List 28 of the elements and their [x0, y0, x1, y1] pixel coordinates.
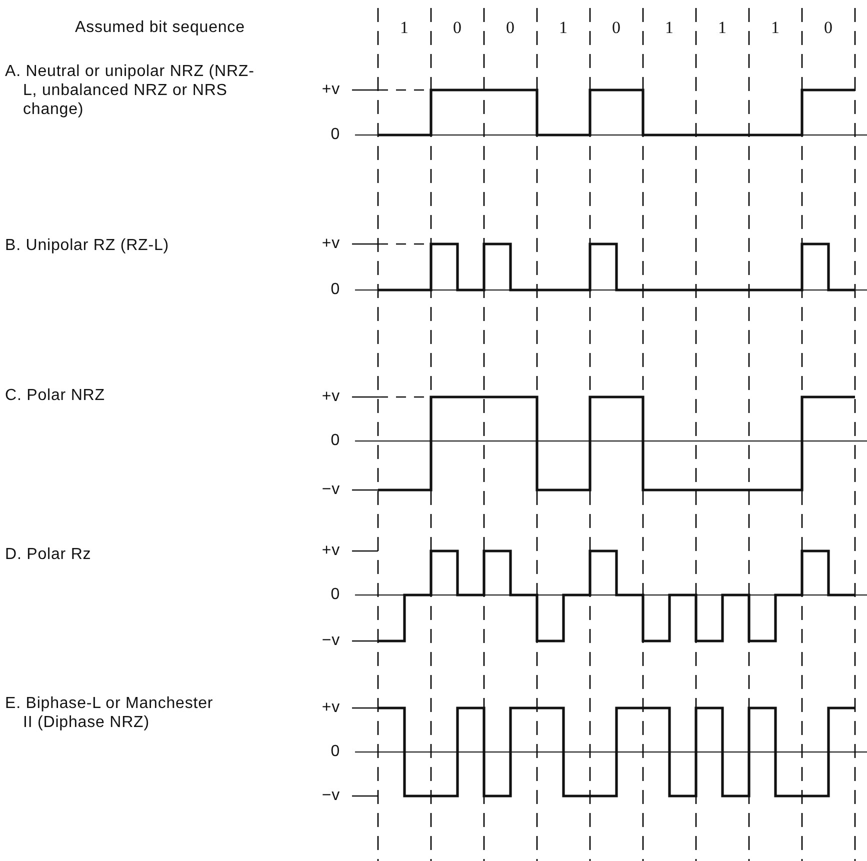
waveform-title: B. Unipolar RZ (RZ-L)	[5, 236, 169, 255]
bit-value: 0	[453, 18, 462, 37]
bit-value: 0	[506, 18, 515, 37]
level-label: −v	[322, 480, 340, 499]
level-label: 0	[330, 280, 340, 299]
waveform-title: A. Neutral or unipolar NRZ (NRZ-L, unbalanced NRZ or NRS change)	[5, 62, 256, 119]
waveform-title: C. Polar NRZ	[5, 386, 105, 405]
level-label: +v	[322, 698, 340, 717]
level-label: −v	[322, 631, 340, 650]
bit-value: 1	[400, 18, 409, 37]
level-label: −v	[322, 786, 340, 805]
level-label: 0	[330, 742, 340, 761]
row-heading: Assumed bit sequence	[75, 18, 245, 37]
level-label: +v	[322, 541, 340, 560]
level-label: 0	[330, 431, 340, 450]
bit-value: 0	[612, 18, 621, 37]
bit-value: 0	[824, 18, 833, 37]
bit-value: 1	[771, 18, 780, 37]
bit-value: 1	[718, 18, 727, 37]
level-label: +v	[322, 80, 340, 99]
waveform-title: D. Polar Rz	[5, 545, 92, 564]
level-label: +v	[322, 387, 340, 406]
bit-value: 1	[665, 18, 674, 37]
level-label: 0	[330, 125, 340, 144]
level-label: +v	[322, 234, 340, 253]
waveform-title: E. Biphase-L or Manchester II (Diphase NRZ)	[5, 694, 214, 732]
level-label: 0	[330, 585, 340, 604]
bit-value: 1	[559, 18, 568, 37]
